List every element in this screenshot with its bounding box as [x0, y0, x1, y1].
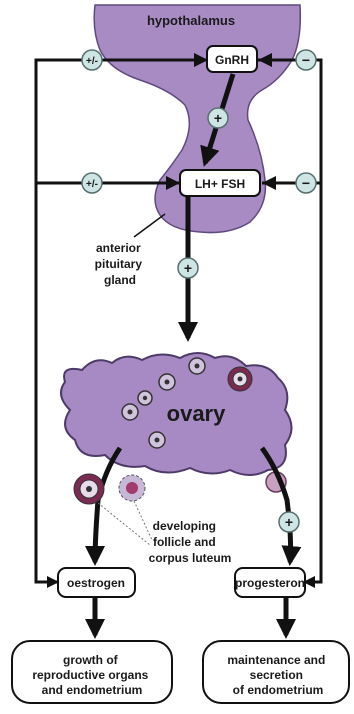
- badge-minus-middle: −: [296, 173, 316, 193]
- hypothalamus-pituitary-shape: [94, 5, 300, 233]
- badge-minus-top: −: [296, 50, 316, 70]
- anterior-pituitary-label: anterior pituitary gland: [95, 241, 146, 287]
- corpus-luteum-graphic: [119, 475, 145, 501]
- badge-plus-minus-top: +/-: [82, 50, 102, 70]
- svg-text:+: +: [285, 514, 293, 530]
- hypothalamus-label: hypothalamus: [147, 13, 235, 28]
- badge-plus-ovary-to-progesteron: +: [279, 512, 299, 532]
- badge-plus-gnrh-to-lhfsh: +: [208, 108, 228, 128]
- developing-follicle-label: developing follicle and corpus luteum: [149, 519, 232, 565]
- svg-text:+/-: +/-: [86, 179, 98, 190]
- oestrogen-label: oestrogen: [67, 576, 125, 590]
- follicle-pointer-lines: [98, 501, 152, 545]
- progesteron-label: progesteron: [235, 576, 305, 590]
- ovary-label: ovary: [167, 401, 226, 426]
- svg-text:−: −: [302, 175, 310, 191]
- badge-plus-lhfsh-to-ovary: +: [178, 258, 198, 278]
- feedback-lines: [36, 60, 321, 582]
- lh-fsh-label: LH+ FSH: [195, 177, 245, 191]
- pituitary-pointer-line: [134, 214, 165, 237]
- developing-follicle-graphic: [74, 474, 104, 504]
- svg-text:+: +: [184, 260, 192, 276]
- svg-text:+/-: +/-: [86, 56, 98, 67]
- gnrh-label: GnRH: [215, 53, 249, 67]
- feedback-arrowheads: [47, 53, 315, 588]
- svg-text:+: +: [214, 110, 222, 126]
- svg-text:−: −: [302, 52, 310, 68]
- badge-plus-minus-middle: +/-: [82, 173, 102, 193]
